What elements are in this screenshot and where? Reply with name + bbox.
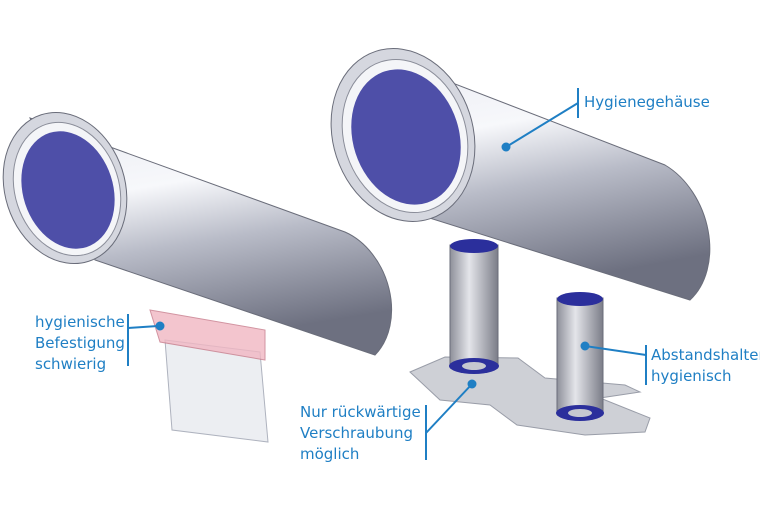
label-line: Verschraubung: [300, 424, 413, 442]
label-line: schwierig: [35, 355, 107, 373]
leader-lines: [127, 88, 647, 460]
base-plate: [409, 356, 651, 436]
label-line: möglich: [300, 445, 360, 463]
label-line: Nur rückwärtige: [300, 403, 421, 421]
left-lens: [21, 131, 115, 249]
label-left-mount: hygienische Befestigung schwierig: [35, 312, 125, 375]
label-line: hygienische: [35, 313, 125, 331]
label-housing: Hygienegehäuse: [584, 93, 710, 111]
spacer-posts: [449, 239, 604, 421]
left-bracket: [149, 309, 269, 443]
label-spacer: Abstandshalter hygienisch: [651, 345, 760, 387]
right-lens: [351, 69, 461, 205]
right-cylinder: [330, 48, 711, 301]
label-line: hygienisch: [651, 367, 732, 385]
label-line: Befestigung: [35, 334, 125, 352]
label-screw: Nur rückwärtige Verschraubung möglich: [300, 402, 421, 465]
label-line: Abstandshalter: [651, 346, 760, 364]
left-cylinder: [2, 111, 393, 356]
